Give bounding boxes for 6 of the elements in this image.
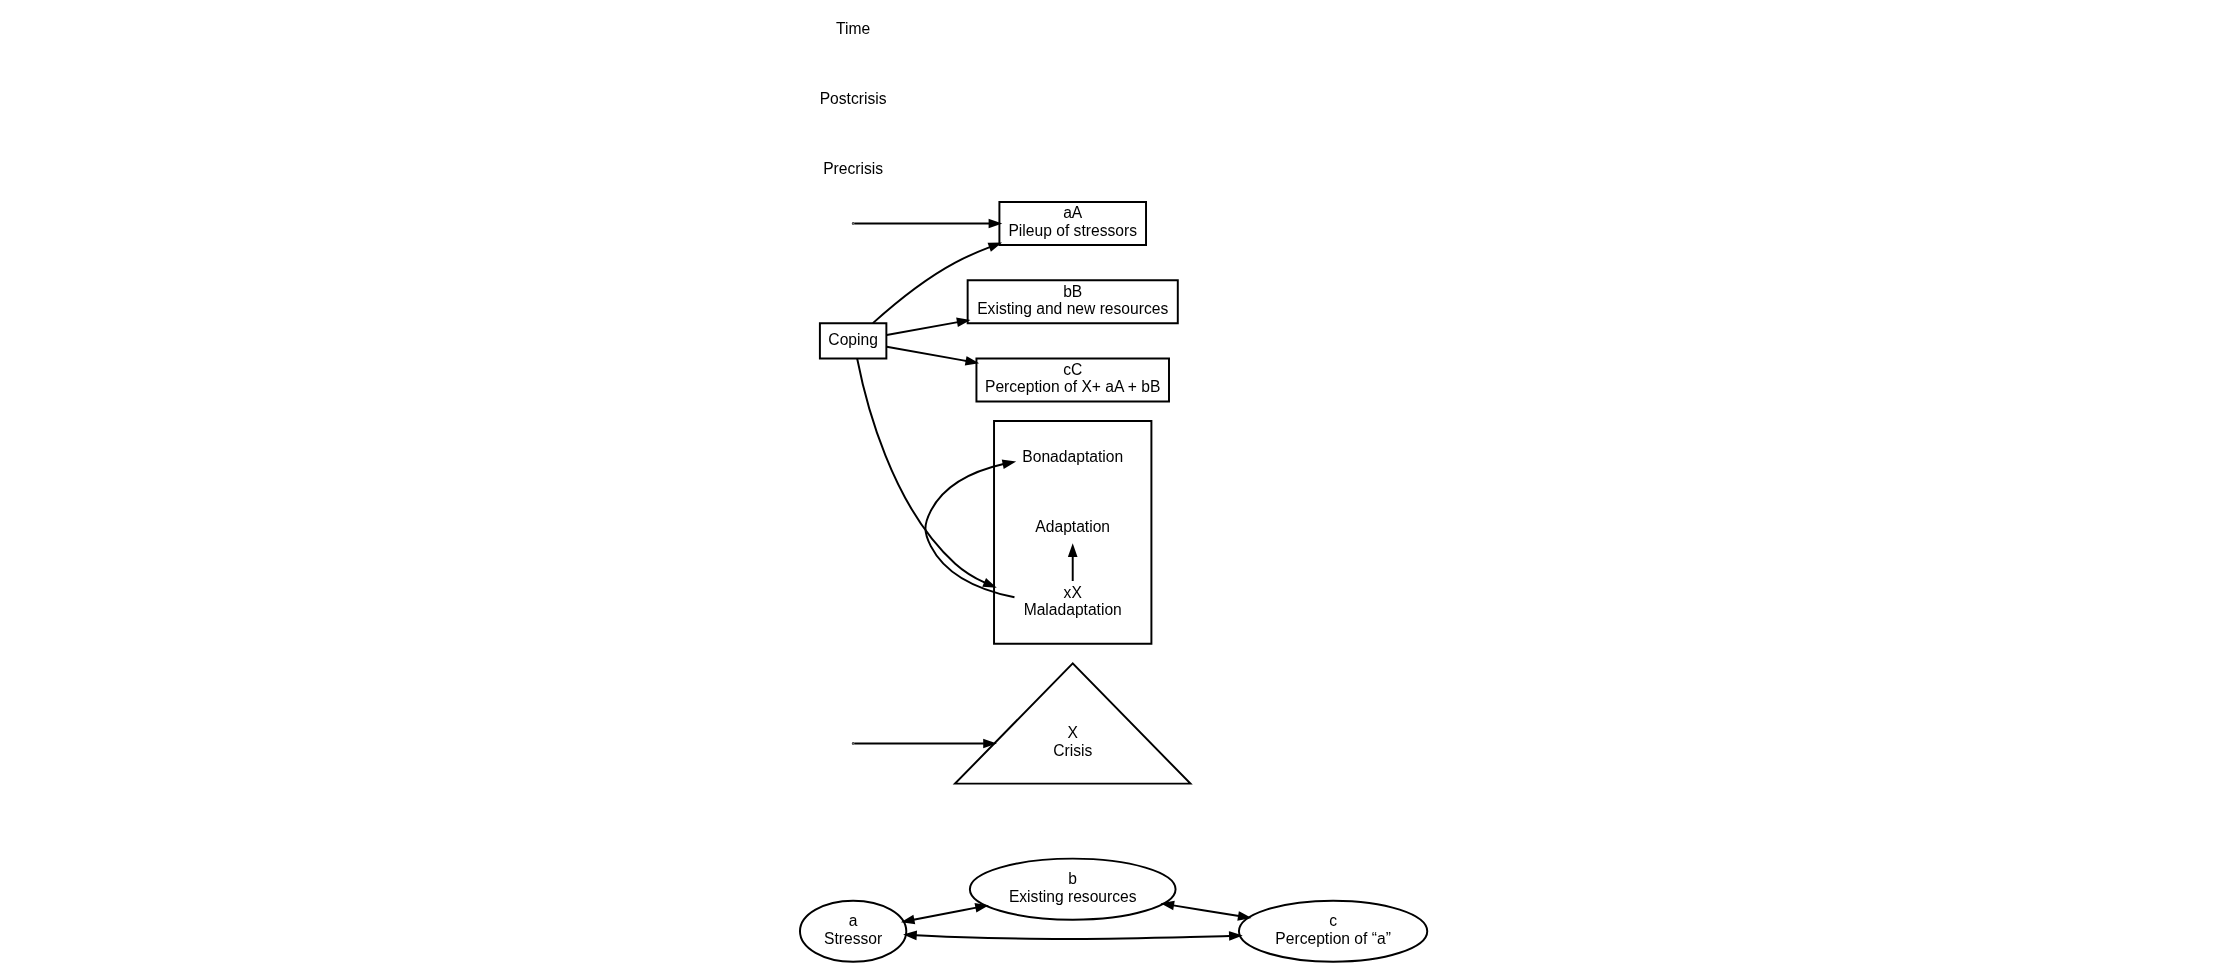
label: Postcrisis [819,90,887,108]
label: Precrisis [822,160,883,178]
node-text: Bonadaptation [1021,447,1123,465]
label: Time [835,19,870,37]
node-text: Adaptation [1034,518,1110,536]
node-text: xX Maladaptation [1023,583,1122,619]
